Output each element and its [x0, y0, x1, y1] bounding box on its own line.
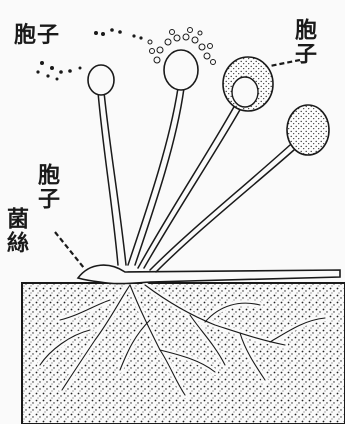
sporangiophores	[98, 88, 294, 272]
label-spore-top-left: 胞子	[14, 24, 60, 46]
mature-sporangium	[287, 105, 329, 155]
young-sporangium	[88, 65, 114, 95]
dispersed-spores-left	[36, 61, 81, 81]
dispersed-spores-top	[94, 28, 143, 39]
label-spore-stalk: 胞子	[36, 163, 58, 211]
label-spore-sac: 胞子	[293, 18, 315, 66]
spore-sac	[223, 57, 273, 111]
bursting-sporangium	[148, 28, 216, 91]
label-mycelium: 菌絲	[5, 207, 27, 255]
stolon	[78, 265, 340, 283]
